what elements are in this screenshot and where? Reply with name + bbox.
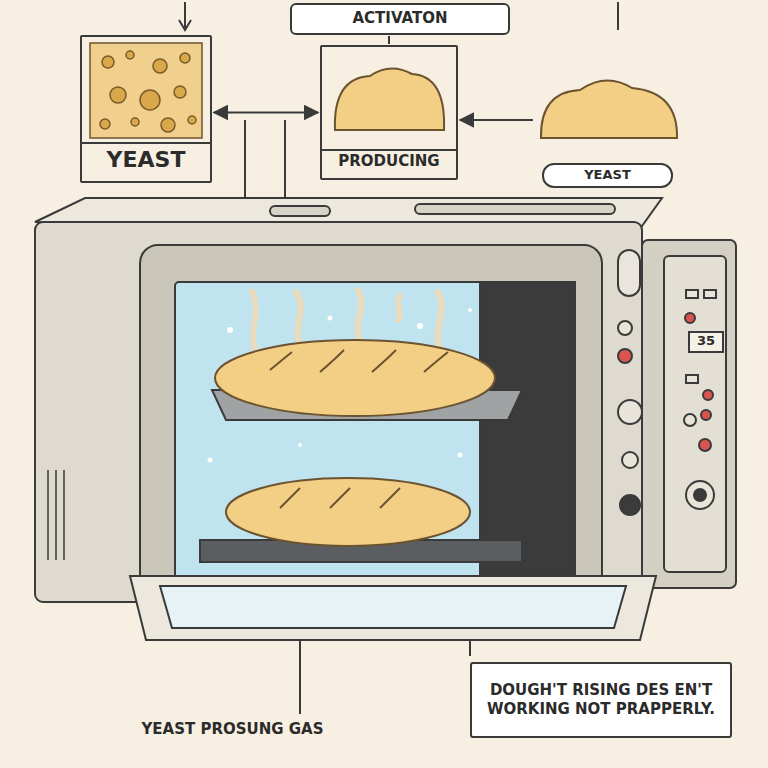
connector-arrow xyxy=(460,119,533,121)
oven-body xyxy=(35,198,736,602)
display-readout: 35 xyxy=(688,331,724,353)
node-label: PRODUCING xyxy=(338,152,439,172)
producing-box: PRODUCING xyxy=(320,45,458,180)
callout-box: ACTIVATON xyxy=(290,3,510,35)
yeast-image xyxy=(80,43,212,143)
node-label: YEAST xyxy=(542,163,673,188)
bread-image xyxy=(320,68,458,150)
yeast-tag: YEAST xyxy=(535,60,680,188)
problem-box: DOUGH'T RISING DES EN'T WORKING NOT PRAP… xyxy=(470,662,732,738)
oven-door xyxy=(130,576,656,640)
loaf xyxy=(215,340,495,546)
connector-arrow xyxy=(388,36,390,44)
yeast-box: YEAST xyxy=(80,35,212,183)
node-label: YEAST xyxy=(107,146,186,175)
caption-note: YEAST PROSUNG GAS xyxy=(140,720,325,764)
control-knobs xyxy=(618,290,716,515)
bread-image xyxy=(541,80,677,138)
node-label: DOUGH'T RISING DES EN'T WORKING NOT PRAP… xyxy=(482,681,720,720)
connector-arrow xyxy=(214,112,318,114)
node-label: ACTIVATON xyxy=(352,9,447,29)
